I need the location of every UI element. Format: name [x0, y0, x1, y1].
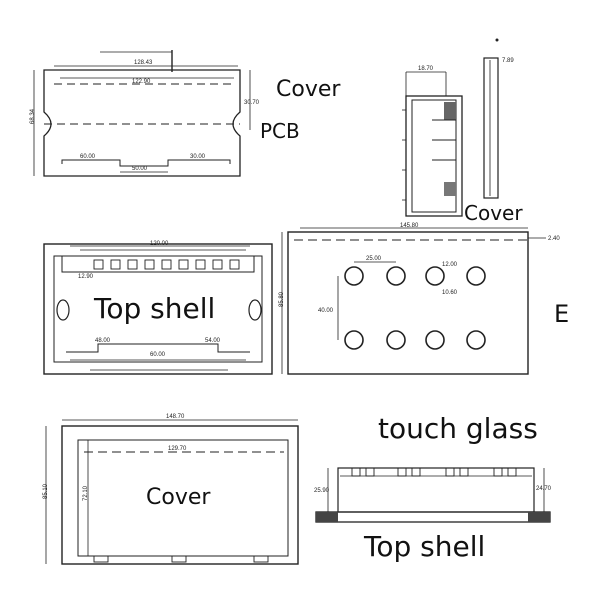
cover-frame-drawing: 148.70 85.10 72.10 129.70: [43, 414, 299, 565]
top-shell-side-drawing: 25.90 24.70: [314, 467, 552, 523]
label-cover-top: Cover: [276, 77, 341, 102]
label-e-mark: E: [554, 300, 569, 328]
glass-front-drawing: 145.80 85.80 2.40 25.00 40.00 12.00 10.6…: [279, 223, 560, 375]
dim-pcb-bottom-mid: 50.00: [132, 166, 148, 172]
dim-shell-bottom-mid: 60.00: [150, 352, 166, 358]
dim-glass-height: 85.80: [279, 291, 285, 307]
dim-frame-width: 148.70: [166, 414, 185, 420]
dim-pcb-height: 68.34: [30, 108, 36, 124]
dim-pcb-bottom-left: 60.00: [80, 154, 96, 160]
dim-button-spacing-v: 40.00: [318, 308, 334, 314]
dim-button-dia-outer: 12.00: [442, 262, 458, 268]
dim-pcb-top-width: 128.43: [134, 60, 153, 66]
dim-shell-bottom-left: 48.00: [95, 338, 111, 344]
label-top-shell-bottom: Top shell: [363, 530, 485, 563]
label-cover-side: Cover: [464, 201, 523, 225]
dim-shell-left-small: 12.90: [78, 274, 94, 280]
dim-shell-top-width: 120.00: [150, 241, 169, 247]
dim-frame-inner-height: 72.10: [83, 485, 89, 501]
dim-shell-bottom-right: 54.00: [205, 338, 221, 344]
dim-side-height-left: 25.90: [314, 488, 330, 494]
top-shell-drawing: 120.00 12.90 48.00 60.00 54.00: [43, 241, 273, 375]
dim-frame-inner-width: 129.70: [168, 446, 187, 452]
dim-side-height-right: 24.70: [536, 486, 552, 492]
dim-pcb-inner-width: 122.90: [132, 79, 151, 85]
label-top-shell-main: Top shell: [93, 292, 215, 325]
dim-side-top: 18.70: [418, 66, 434, 72]
side-profile-drawing: 18.70 7.89: [402, 38, 514, 217]
dim-frame-height: 85.10: [43, 483, 49, 499]
label-touch-glass: touch glass: [378, 412, 538, 445]
dim-button-dia-inner: 10.60: [442, 290, 458, 296]
dim-side-thin: 7.89: [502, 58, 514, 64]
dim-pcb-right-offset: 30.70: [244, 100, 260, 106]
label-cover-bottom: Cover: [146, 485, 211, 510]
label-pcb: PCB: [260, 119, 300, 143]
dim-glass-thickness: 2.40: [548, 236, 560, 242]
dim-button-spacing-h: 25.00: [366, 256, 382, 262]
dim-glass-width: 145.80: [400, 223, 419, 229]
pcb-drawing: 128.43 122.90 68.34 30.70 60.00 50.00 30…: [30, 50, 260, 177]
dim-pcb-bottom-right: 30.00: [190, 154, 206, 160]
